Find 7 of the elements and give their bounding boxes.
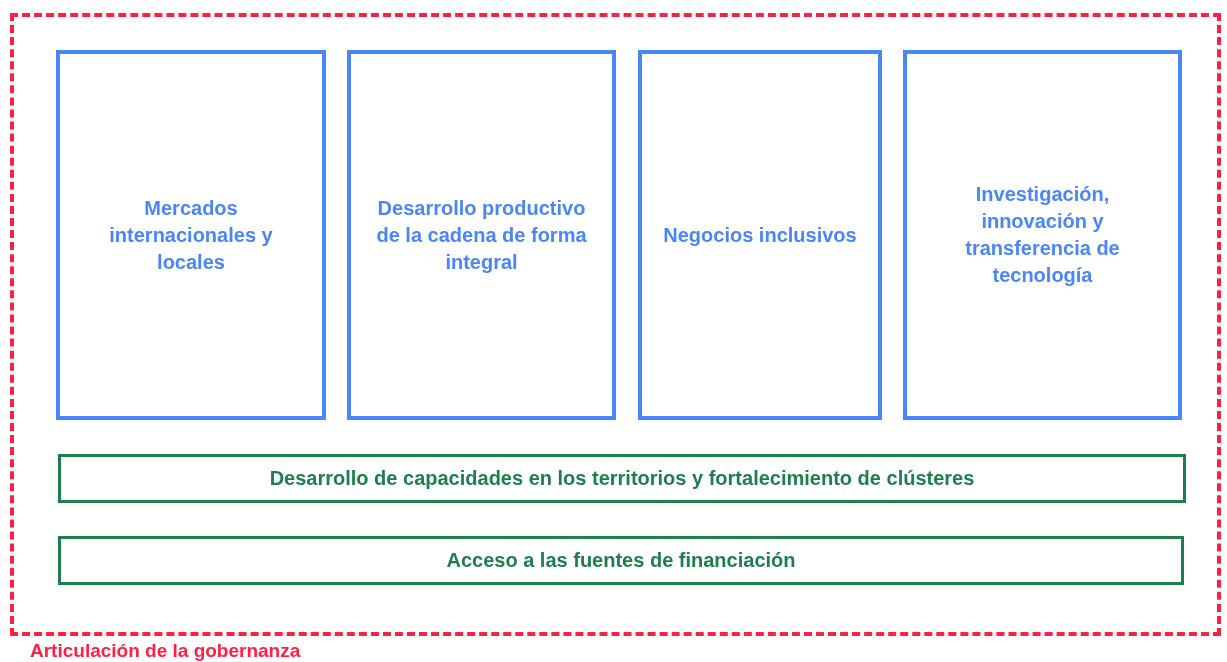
wide-box: Acceso a las fuentes de financiación <box>58 536 1184 585</box>
pillar-box: Desarrollo productivo de la cadena de forma integral <box>347 50 616 420</box>
pillar-box: Investigación, innovación y transferencia de tecnología <box>903 50 1182 420</box>
group-title: Articulación de la gobernanza <box>30 640 301 662</box>
wide-box: Desarrollo de capacidades en los territorios y fortalecimiento de clústeres <box>58 454 1186 503</box>
pillar-box: Negocios inclusivos <box>638 50 882 420</box>
pillar-box: Mercados internacionales y locales <box>56 50 326 420</box>
